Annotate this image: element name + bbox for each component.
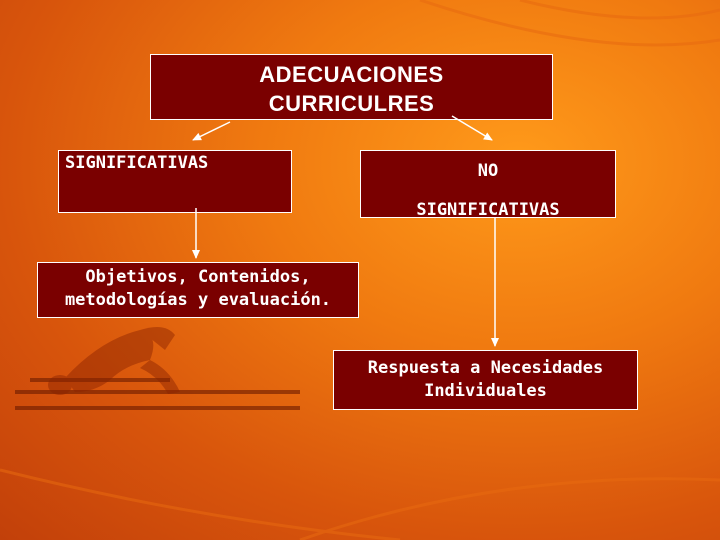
arrow-to-no-significativas bbox=[451, 115, 493, 141]
runner-silhouette bbox=[48, 326, 180, 395]
objetivos-box: Objetivos, Contenidos, metodologías y ev… bbox=[37, 262, 359, 318]
respuesta-line-1: Respuesta a Necesidades bbox=[367, 358, 604, 378]
no-significativas-line-1: NO bbox=[477, 161, 499, 181]
significativas-box: SIGNIFICATIVAS bbox=[58, 150, 292, 213]
no-significativas-box: NO SIGNIFICATIVAS bbox=[360, 150, 616, 220]
objetivos-line-2: metodologías y evaluación. bbox=[64, 290, 332, 310]
title-line-2: CURRICULRES bbox=[268, 91, 435, 116]
objetivos-line-1: Objetivos, Contenidos, bbox=[85, 267, 311, 287]
title-line-1: ADECUACIONES bbox=[259, 62, 444, 87]
respuesta-box: Respuesta a Necesidades Individuales bbox=[333, 350, 638, 410]
respuesta-line-2: Individuales bbox=[424, 381, 547, 401]
track-lines bbox=[15, 378, 300, 410]
significativas-label: SIGNIFICATIVAS bbox=[65, 153, 209, 173]
title-box: ADECUACIONES CURRICULRES bbox=[150, 54, 553, 120]
no-significativas-line-2: SIGNIFICATIVAS bbox=[416, 200, 560, 220]
arrow-to-significativas bbox=[192, 121, 231, 141]
